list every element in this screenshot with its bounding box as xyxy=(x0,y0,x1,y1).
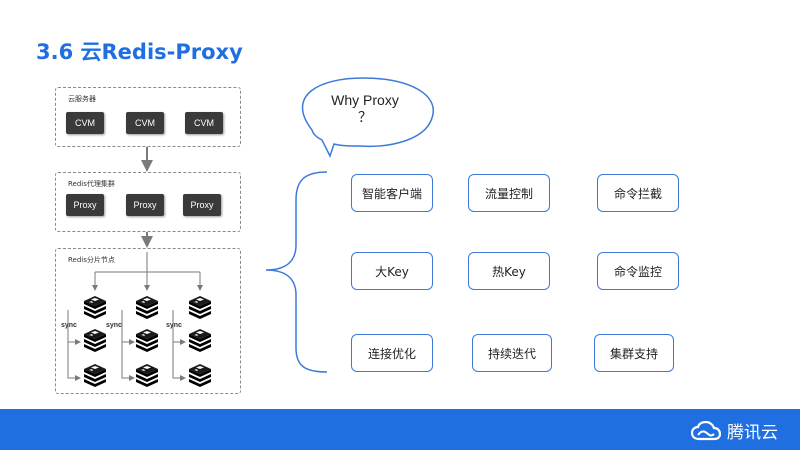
redis-icon xyxy=(84,329,106,352)
sync-connectors xyxy=(67,310,186,381)
redis-icon xyxy=(84,364,106,387)
cloud-server-group: 云服务器 xyxy=(55,87,241,147)
feature-cluster-support: 集群支持 xyxy=(594,334,674,372)
sync-label: sync xyxy=(61,322,77,329)
cvm-node-3: CVM xyxy=(185,112,223,134)
redis-icon xyxy=(189,329,211,352)
curly-brace xyxy=(265,171,328,373)
redis-icon xyxy=(136,296,158,319)
proxy-node-3: Proxy xyxy=(183,194,221,216)
feature-big-key: 大Key xyxy=(351,252,433,290)
brand: 腾讯云 xyxy=(691,418,778,443)
redis-icon xyxy=(136,364,158,387)
redis-icon xyxy=(84,296,106,319)
proxy-node-2: Proxy xyxy=(126,194,164,216)
feature-flow-control: 流量控制 xyxy=(468,174,550,212)
sync-label: sync xyxy=(106,322,122,329)
sync-label: sync xyxy=(166,322,182,329)
why-proxy-line2: ？ xyxy=(358,109,372,125)
redis-icon xyxy=(189,296,211,319)
redis-icon xyxy=(189,364,211,387)
feature-command-monitor: 命令监控 xyxy=(597,252,679,290)
shard-nodes-label: Redis分片节点 xyxy=(68,256,115,264)
feature-smart-client: 智能客户端 xyxy=(351,174,433,212)
cvm-node-1: CVM xyxy=(66,112,104,134)
speech-bubble xyxy=(301,77,435,158)
cvm-node-2: CVM xyxy=(126,112,164,134)
proxy-node-1: Proxy xyxy=(66,194,104,216)
why-proxy-question: Why Proxy ？ xyxy=(310,92,420,126)
brand-name: 腾讯云 xyxy=(727,423,778,443)
proxy-cluster-group: Redis代理集群 xyxy=(55,172,241,232)
footer-bar: 腾讯云 xyxy=(0,409,800,450)
feature-continuous-iteration: 持续迭代 xyxy=(472,334,552,372)
why-proxy-line1: Why Proxy xyxy=(331,92,399,108)
feature-command-intercept: 命令拦截 xyxy=(597,174,679,212)
cloud-logo-icon xyxy=(691,420,721,440)
page-title: 3.6 云Redis-Proxy xyxy=(36,40,243,64)
feature-connection-optimize: 连接优化 xyxy=(351,334,433,372)
cloud-server-label: 云服务器 xyxy=(68,95,96,103)
redis-icon xyxy=(136,329,158,352)
shard-nodes-group: Redis分片节点 xyxy=(55,248,241,394)
proxy-cluster-label: Redis代理集群 xyxy=(68,180,115,188)
feature-hot-key: 热Key xyxy=(468,252,550,290)
